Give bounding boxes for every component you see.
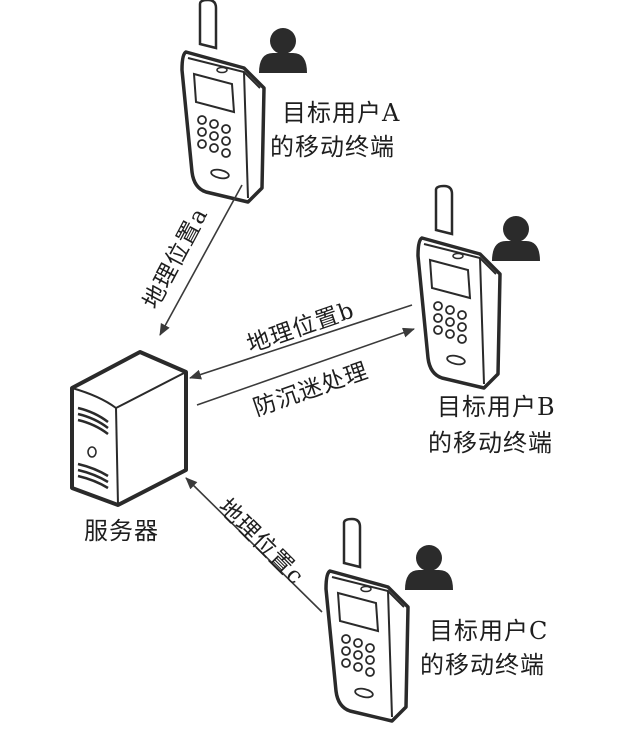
terminal-b-label-line2: 的移动终端 — [428, 429, 553, 457]
terminal-a-label-line2: 的移动终端 — [270, 133, 395, 161]
terminal-c-label-line2: 的移动终端 — [420, 651, 545, 679]
terminal-c-phone-icon — [324, 517, 410, 723]
server-icon — [70, 350, 188, 507]
user-c-icon — [405, 545, 453, 590]
terminal-b-phone-icon — [416, 184, 502, 390]
arrow-anti-addiction — [196, 327, 415, 406]
terminal-a-phone-icon — [180, 0, 266, 204]
arrow-location-a — [159, 184, 243, 336]
user-b-icon — [492, 216, 540, 261]
terminal-b-label-line1: 目标用户B — [437, 393, 556, 421]
terminal-a-label-line1: 目标用户A — [282, 99, 401, 127]
terminal-c-label-line1: 目标用户C — [429, 617, 549, 645]
arrow-location-b — [189, 304, 413, 380]
arrow-location-c — [185, 477, 323, 613]
user-a-icon — [259, 28, 307, 73]
server-label: 服务器 — [84, 517, 159, 545]
